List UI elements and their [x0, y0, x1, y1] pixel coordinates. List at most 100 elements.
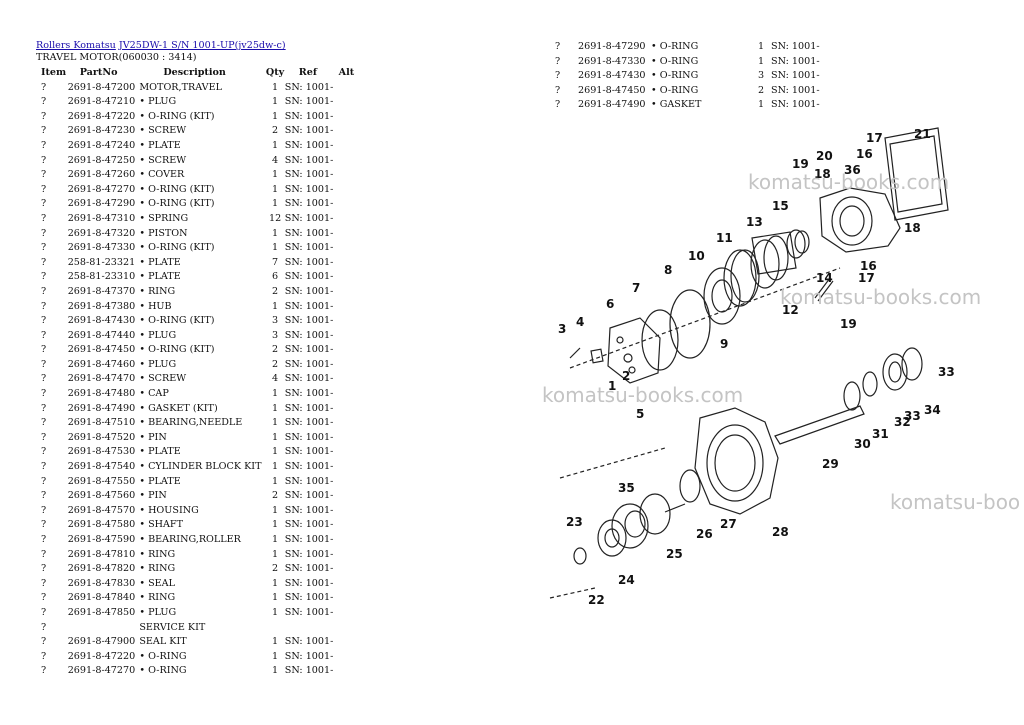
- cell-partno: 2691-8-47290: [578, 41, 646, 52]
- breadcrumb-link-catalog[interactable]: Rollers Komatsu: [36, 40, 116, 51]
- cell-description: • CYLINDER BLOCK KIT: [139, 461, 262, 473]
- cell-alt: [339, 635, 356, 650]
- table-row: ?SERVICE KIT: [36, 621, 356, 636]
- cell-alt: [339, 197, 356, 212]
- cell-ref: SN: 1001-: [771, 70, 820, 82]
- cell-partno: [68, 621, 140, 636]
- cell-partno: 2691-8-47560: [67, 490, 136, 502]
- cell-description: • RING: [139, 285, 176, 297]
- cell-ref: SN: 1001-: [284, 110, 334, 122]
- cell-alt: [339, 314, 356, 329]
- cell-description: • O-RING (KIT): [139, 315, 215, 327]
- cell-item: ?: [555, 84, 561, 96]
- cell-partno: 2691-8-47820: [67, 563, 136, 575]
- cell-ref: SN: 1001-: [284, 344, 334, 356]
- cell-qty: 2: [272, 358, 279, 370]
- cell-ref: SN: 1001-: [284, 256, 334, 268]
- cell-item: ?: [41, 183, 47, 195]
- cell-item: ?: [41, 621, 47, 633]
- cell-qty: 3: [757, 70, 765, 82]
- cell-qty: 1: [272, 388, 279, 400]
- cell-description: • O-RING (KIT): [139, 344, 215, 356]
- cell-partno: 2691-8-47850: [67, 606, 136, 618]
- main-housing-shape: [694, 407, 779, 515]
- cell-ref: SN: 1001-: [284, 548, 334, 560]
- cell-alt: [339, 621, 356, 636]
- cell-ref: SN: 1001-: [771, 41, 820, 52]
- cell-description: • SEAL: [139, 577, 175, 589]
- callout-number: 30: [854, 437, 871, 451]
- cell-ref: SN: 1001-: [284, 388, 334, 400]
- cell-item: ?: [41, 212, 47, 224]
- cell-description: • PLUG: [139, 358, 177, 370]
- cell-qty: 1: [272, 636, 279, 648]
- cell-ref: SN: 1001-: [284, 461, 334, 473]
- callout-number: 33: [904, 409, 921, 423]
- callout-number: 3: [558, 322, 566, 336]
- cell-description: • SCREW: [139, 373, 187, 385]
- cell-qty: 7: [272, 256, 279, 268]
- cell-partno: 2691-8-47490: [67, 402, 136, 414]
- cell-alt: [339, 445, 356, 460]
- cell-partno: 2691-8-47210: [67, 96, 136, 108]
- callout-number: 33: [938, 365, 955, 379]
- col-header-alt: Alt: [338, 67, 355, 78]
- cell-ref: SN: 1001-: [284, 475, 334, 487]
- cell-item: ?: [41, 285, 47, 297]
- cell-description: • RING: [139, 548, 176, 560]
- cell-partno: 2691-8-47490: [578, 99, 646, 111]
- callout-number: 17: [858, 271, 875, 285]
- callout-number: 10: [688, 249, 705, 263]
- cell-item: ?: [41, 198, 47, 210]
- cell-item: ?: [555, 55, 561, 67]
- cell-alt: [339, 95, 356, 110]
- cell-alt: [339, 329, 356, 344]
- cell-ref: SN: 1001-: [284, 285, 334, 297]
- cell-qty: 1: [272, 198, 279, 210]
- cell-description: • O-RING: [651, 84, 699, 96]
- cell-ref: SN: 1001-: [284, 577, 334, 589]
- cell-qty: 1: [272, 402, 279, 414]
- cell-alt: [339, 241, 356, 256]
- cell-item: ?: [41, 227, 47, 239]
- cell-qty: 4: [272, 373, 279, 385]
- cell-partno: 2691-8-47840: [67, 592, 136, 604]
- callout-number: 34: [924, 403, 941, 417]
- cell-partno: 2691-8-47370: [67, 285, 136, 297]
- callout-number: 19: [792, 157, 809, 171]
- cell-alt: [339, 300, 356, 315]
- cell-partno: 2691-8-47480: [67, 388, 136, 400]
- cell-partno: 2691-8-47330: [578, 55, 646, 67]
- breadcrumb-link-model[interactable]: JV25DW-1 S/N 1001-UP(jv25dw-c): [118, 40, 286, 51]
- cell-ref: SN: 1001-: [284, 606, 334, 618]
- cell-item: ?: [41, 154, 47, 166]
- cell-alt: [831, 55, 851, 70]
- cover-shape: [607, 317, 661, 384]
- cell-partno: 2691-8-47270: [67, 665, 136, 677]
- cell-item: ?: [41, 344, 47, 356]
- col-header-qty: Qty: [265, 67, 285, 78]
- cell-description: • O-RING: [651, 70, 699, 82]
- cell-partno: 2691-8-47250: [67, 154, 136, 166]
- cell-qty: 3: [272, 315, 279, 327]
- cell-ref: SN: 1001-: [284, 329, 334, 341]
- cell-item: ?: [41, 315, 47, 327]
- cell-ref: SN: 1001-: [284, 198, 334, 210]
